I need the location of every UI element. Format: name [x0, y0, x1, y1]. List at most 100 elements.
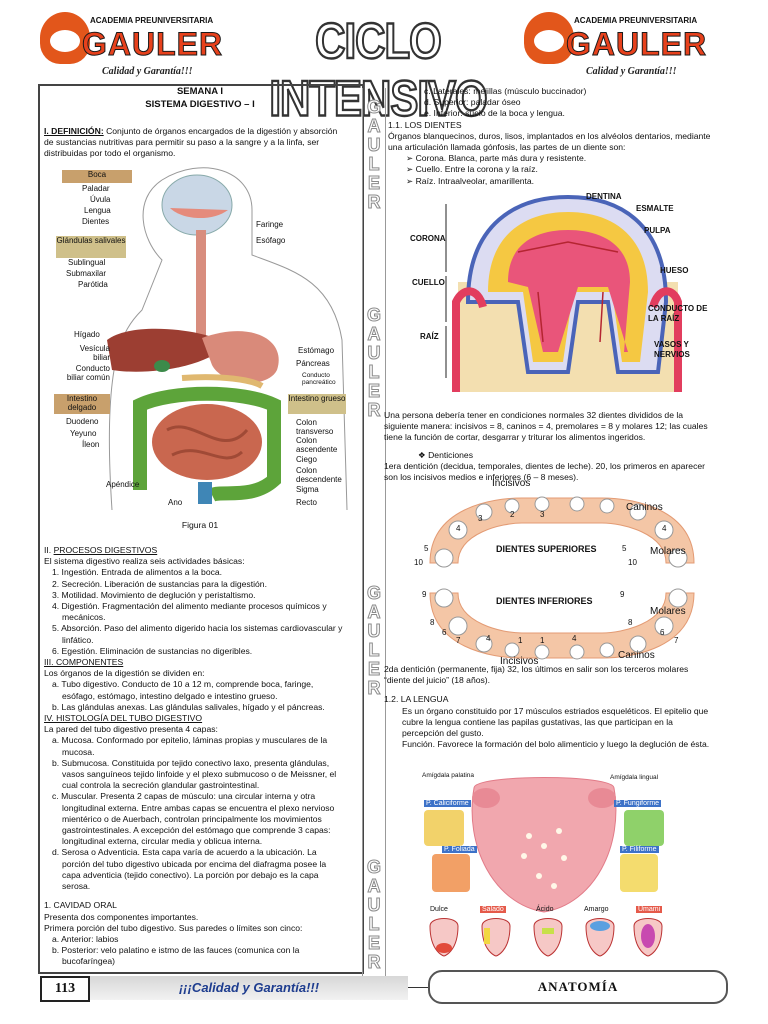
label-amigdala-palatina: Amígdala palatina [422, 772, 475, 779]
page-number: 113 [40, 976, 90, 1002]
cavidad-item: a. Anterior: labios [52, 933, 119, 944]
right-top-text: c. Laterales: mejillas (músculo buccinad… [388, 86, 718, 187]
tooth-number: 6 [660, 628, 665, 637]
vertical-letter: E [367, 173, 380, 193]
dientes-heading: 1.1. LOS DIENTES [388, 119, 462, 130]
academy-label: ACADEMIA PREUNIVERSITARIA [90, 16, 214, 25]
fox-icon [40, 12, 90, 64]
cavidad-item: d. Superior: paladar óseo [424, 97, 521, 108]
tooth-number: 4 [456, 524, 461, 533]
label-inferiores: DIENTES INFERIORES [496, 596, 593, 606]
tooth-number: 5 [622, 544, 627, 553]
vertical-letter: A [367, 876, 381, 896]
label-submaxilar: Submaxilar [66, 269, 107, 278]
week-title: SEMANA I [176, 86, 224, 97]
label-superiores: DIENTES SUPERIORES [496, 544, 597, 554]
vertical-letter: L [368, 640, 380, 660]
tooth-number: 8 [430, 618, 435, 627]
histologia-item: d. Serosa o Adventicia. Esta capa varía … [52, 847, 327, 892]
vertical-letter: U [367, 895, 381, 915]
label-caninos-top: Caninos [626, 502, 663, 513]
tooth-number: 3 [478, 514, 483, 523]
fox-icon [524, 12, 574, 64]
label-corona: CORONA [410, 234, 446, 243]
diente-parte: Corona. Blanca, parte más dura y resiste… [415, 153, 587, 164]
vertical-letter: U [367, 343, 381, 363]
label-sublingual: Sublingual [68, 258, 106, 267]
label-ciego: Ciego [296, 455, 317, 464]
definition-heading: I. DEFINICIÓN: [44, 126, 104, 136]
label-incisivos-top: Incisivos [492, 478, 531, 489]
label-amargo: Amargo [584, 906, 609, 913]
label-pulpa: PULPA [644, 226, 671, 235]
histologia-item: c. Muscular. Presenta 2 capas de músculo… [52, 791, 335, 847]
label-dientes: Dientes [82, 217, 110, 226]
denticion-2: 2da dentición (permanente, fija) 32, los… [384, 664, 689, 686]
label-colon-transverso: Colon transverso [296, 418, 334, 436]
cavidad-item: e. Inferior: suelo de la boca y lengua. [424, 108, 565, 119]
tooth-illustration [445, 194, 682, 392]
dental-arch-diagram: Incisivos Caninos DIENTES SUPERIORES DIE… [412, 478, 712, 667]
label-dentina: DENTINA [586, 192, 622, 201]
right-lower-text: 2da dentición (permanente, fija) 32, los… [384, 664, 714, 750]
definition: I. DEFINICIÓN: Conjunto de órganos encar… [44, 126, 344, 160]
tooth-number: 10 [628, 558, 637, 567]
tooth-number: 7 [674, 636, 679, 645]
label-amigdala-lingual: Amígdala lingual [610, 774, 659, 781]
tooth-number: 2 [510, 510, 515, 519]
digestive-system-figure: Boca Paladar Úvula Lengua Dientes Glándu… [52, 160, 360, 512]
boca-box: Boca [62, 170, 132, 183]
vertical-letter: A [367, 324, 381, 344]
tooth-number: 6 [442, 628, 447, 637]
vertical-letter: L [368, 362, 380, 382]
label-higado: Hígado [74, 330, 100, 339]
label-sigma: Sigma [296, 485, 319, 494]
label-caliciforme: P. Caliciforme [424, 800, 471, 807]
label-molares-2: Molares [650, 606, 686, 617]
tongue-illustration [424, 777, 664, 957]
tooth-number: 9 [422, 590, 427, 599]
label-foliada: P. Foliada [442, 846, 477, 853]
proceso-item: 5. Absorción. Paso del alimento digerido… [52, 623, 343, 645]
proceso-item: 6. Egestión. Eliminación de sustancias n… [52, 645, 253, 656]
label-vasos-nervios: VASOS Y NERVIOS [654, 340, 690, 359]
logo-right: ACADEMIA PREUNIVERSITARIA GAULER Calidad… [524, 8, 709, 84]
label-uvula: Úvula [90, 195, 111, 204]
vertical-letter: G [366, 583, 381, 603]
topic-title: SISTEMA DIGESTIVO – I [145, 99, 255, 110]
cavidad-item: b. Posterior: velo palatino e istmo de l… [52, 945, 300, 967]
histologia-item: b. Submucosa. Constituida por tejido con… [52, 757, 337, 791]
vertical-letter: L [368, 154, 380, 174]
footer-divider [408, 987, 428, 988]
label-apendice: Apéndice [106, 480, 140, 489]
denticion-1: 1era dentición (decidua, temporales, die… [384, 460, 706, 483]
brand-name: GAULER [81, 26, 224, 63]
tooth-number: 7 [456, 636, 461, 645]
label-dulce: Dulce [430, 906, 448, 913]
arrow-icon: ➢ [406, 153, 416, 164]
proceso-item: 4. Digestión. Fragmentación del alimento… [52, 601, 327, 623]
label-colon-descendente: Colon descendente [296, 466, 342, 484]
proceso-item: 2. Secreción. Liberación de sustancias p… [52, 578, 267, 589]
tooth-number: 4 [486, 634, 491, 643]
tongue-diagram: Amígdala palatina Amígdala lingual P. Ca… [414, 772, 672, 968]
subject-label: ANATOMÍA [428, 970, 728, 1004]
procesos-intro: El sistema digestivo realiza seis activi… [44, 556, 245, 567]
label-estomago: Estómago [298, 346, 335, 355]
vertical-letter: R [367, 192, 381, 212]
componentes-heading: III. COMPONENTES [44, 657, 124, 668]
label-filiforme: P. Filiforme [620, 846, 659, 853]
label-faringe: Faringe [256, 220, 284, 229]
dientes-intro: Órganos blanquecinos, duros, lisos, impl… [388, 130, 711, 153]
vertical-letter: E [367, 381, 380, 401]
componentes-intro: Los órganos de la digestión se dividen e… [44, 668, 205, 679]
proceso-item: 1. Ingestión. Entrada de alimentos a la … [52, 567, 223, 578]
proceso-item: 3. Motilidad. Movimiento de deglución y … [52, 589, 256, 600]
diente-parte: Raíz. Intraalveolar, amarillenta. [415, 175, 535, 186]
procesos-section: II. PROCESOS DIGESTIVOS El sistema diges… [44, 545, 344, 968]
cavidad-item: c. Laterales: mejillas (músculo buccinad… [424, 86, 587, 96]
lengua-heading: 1.2. LA LENGUA [384, 694, 449, 705]
